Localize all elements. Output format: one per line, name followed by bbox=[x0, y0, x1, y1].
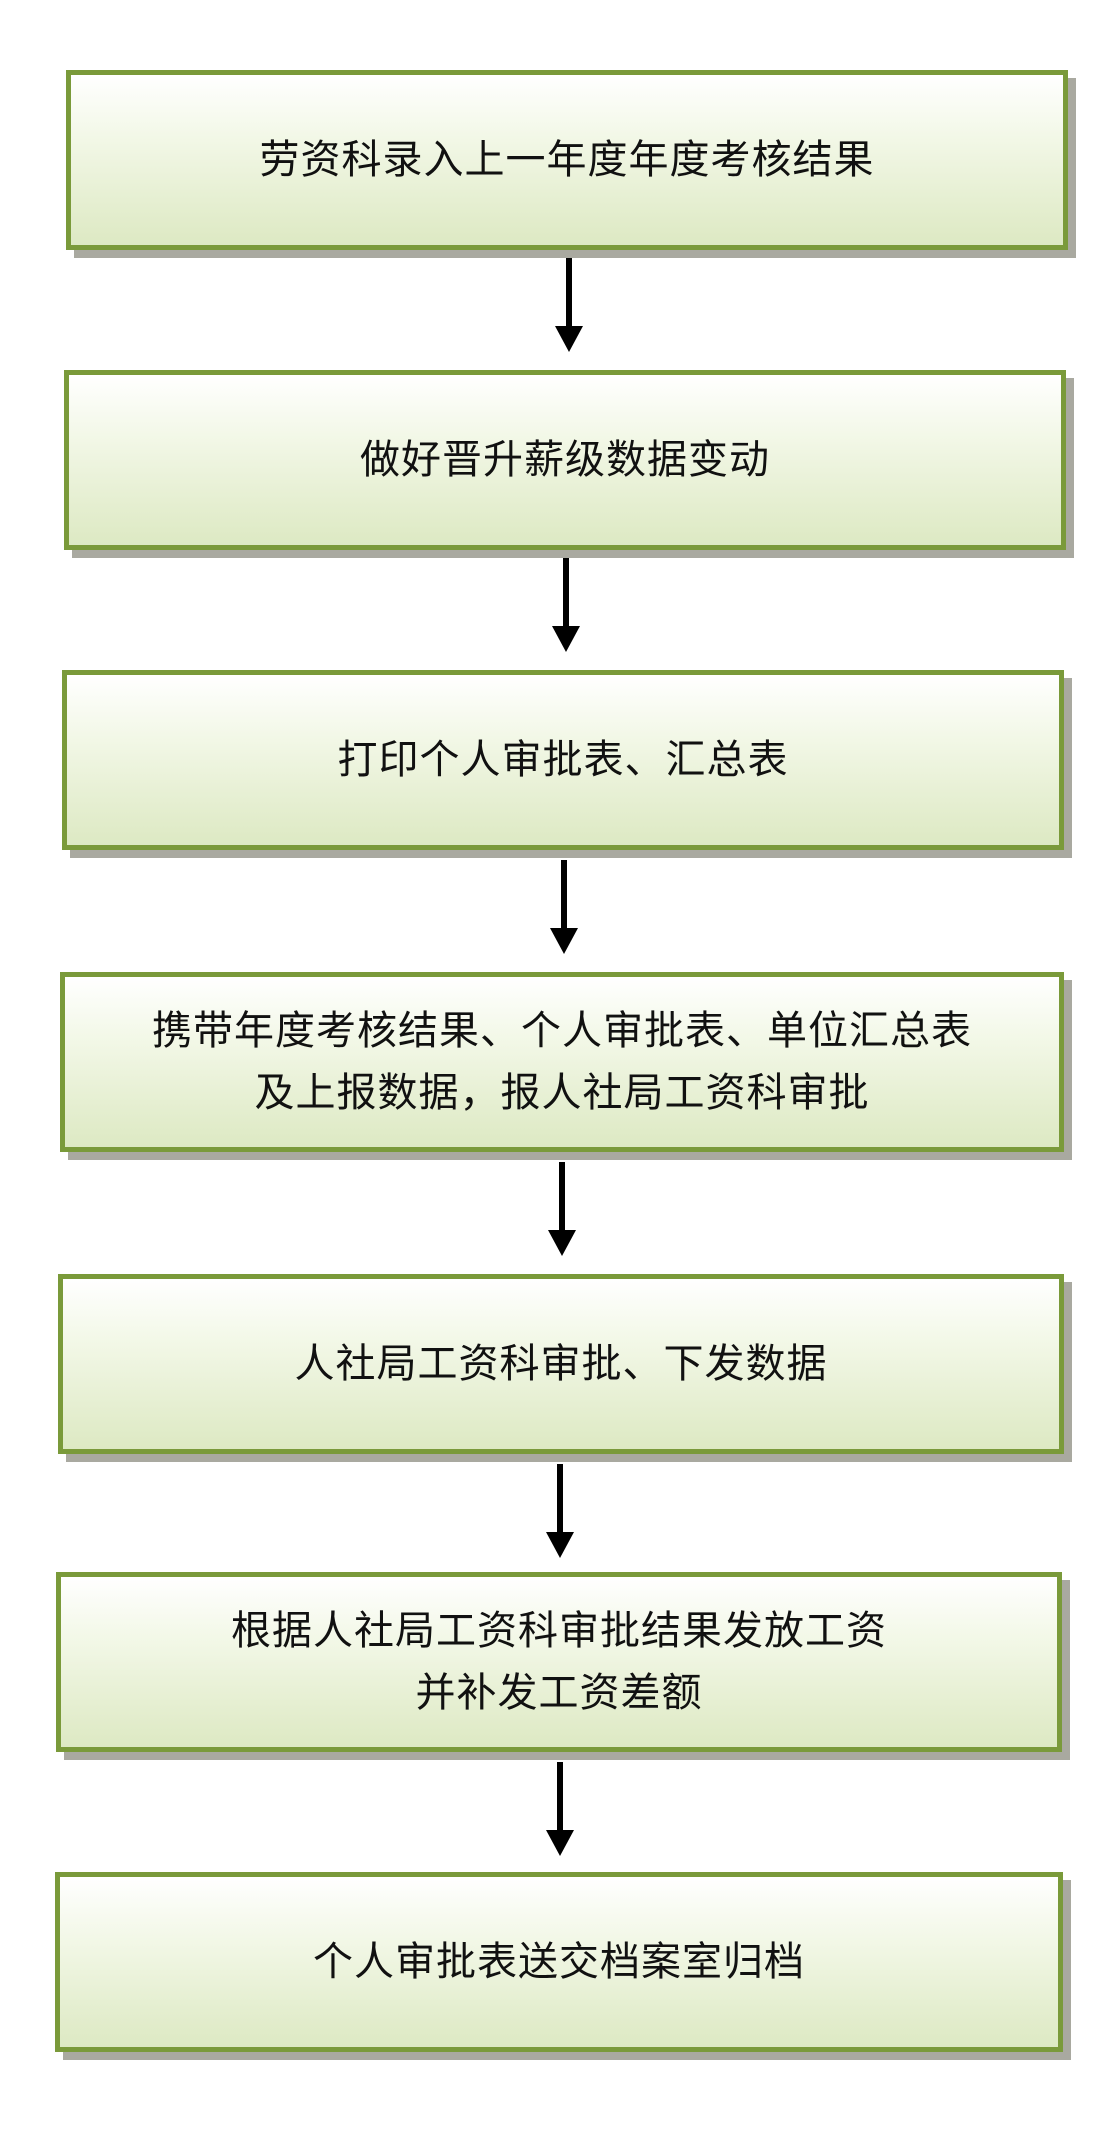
step-7-box: 个人审批表送交档案室归档 bbox=[55, 1872, 1063, 2052]
arrow-shaft bbox=[557, 1762, 563, 1832]
arrow-shaft bbox=[563, 558, 569, 628]
step-3-text: 打印个人审批表、汇总表 bbox=[337, 737, 789, 783]
arrow-down-icon bbox=[546, 1532, 574, 1558]
step-6-box: 根据人社局工资科审批结果发放工资 并补发工资差额 bbox=[56, 1572, 1062, 1752]
step-6-text-line-1: 根据人社局工资科审批结果发放工资 bbox=[231, 1608, 887, 1654]
arrow-shaft bbox=[557, 1464, 563, 1534]
step-1-box: 劳资科录入上一年度年度考核结果 bbox=[66, 70, 1068, 250]
step-3-box: 打印个人审批表、汇总表 bbox=[62, 670, 1064, 850]
step-4-text-line-2: 及上报数据，报人社局工资科审批 bbox=[254, 1070, 870, 1116]
step-4-text-line-1: 携带年度考核结果、个人审批表、单位汇总表 bbox=[152, 1008, 972, 1054]
arrow-down-icon bbox=[555, 326, 583, 352]
arrow-down-icon bbox=[550, 928, 578, 954]
step-5-text: 人社局工资科审批、下发数据 bbox=[294, 1341, 828, 1387]
step-5-box: 人社局工资科审批、下发数据 bbox=[58, 1274, 1064, 1454]
arrow-down-icon bbox=[548, 1230, 576, 1256]
arrow-shaft bbox=[561, 860, 567, 930]
arrow-shaft bbox=[559, 1162, 565, 1232]
arrow-down-icon bbox=[546, 1830, 574, 1856]
arrow-down-icon bbox=[552, 626, 580, 652]
step-6-text-line-2: 并补发工资差额 bbox=[415, 1670, 703, 1716]
step-4-box: 携带年度考核结果、个人审批表、单位汇总表 及上报数据，报人社局工资科审批 bbox=[60, 972, 1064, 1152]
step-1-text: 劳资科录入上一年度年度考核结果 bbox=[259, 137, 875, 183]
step-2-box: 做好晋升薪级数据变动 bbox=[64, 370, 1066, 550]
step-7-text: 个人审批表送交档案室归档 bbox=[313, 1939, 805, 1985]
step-2-text: 做好晋升薪级数据变动 bbox=[360, 437, 770, 483]
arrow-shaft bbox=[566, 258, 572, 328]
